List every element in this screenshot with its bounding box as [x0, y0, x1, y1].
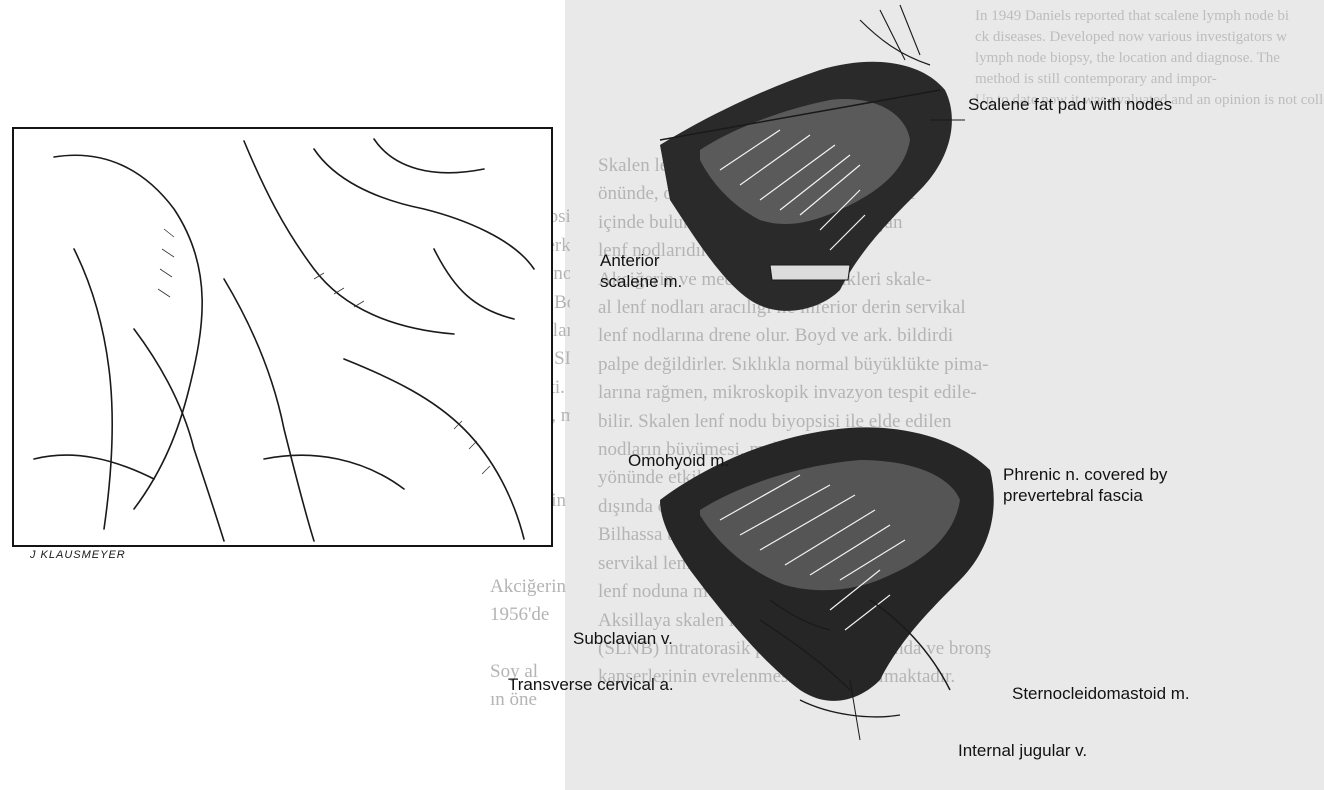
label-scalene-fat-pad: Scalene fat pad with nodes: [968, 94, 1172, 115]
label-anterior-scalene: Anterior scalene m.: [600, 250, 682, 292]
label-transverse-cervical-artery: Transverse cervical a.: [508, 674, 674, 695]
label-subclavian-vein: Subclavian v.: [573, 628, 673, 649]
label-phrenic-nerve: Phrenic n. covered by prevertebral fasci…: [1003, 464, 1167, 506]
upper-dissection-view: [660, 5, 965, 311]
label-sternocleidomastoid: Sternocleidomastoid m.: [1012, 683, 1190, 704]
label-omohyoid: Omohyoid m.: [628, 450, 729, 471]
label-internal-jugular-vein: Internal jugular v.: [958, 740, 1087, 761]
lower-dissection-view: [660, 427, 994, 740]
